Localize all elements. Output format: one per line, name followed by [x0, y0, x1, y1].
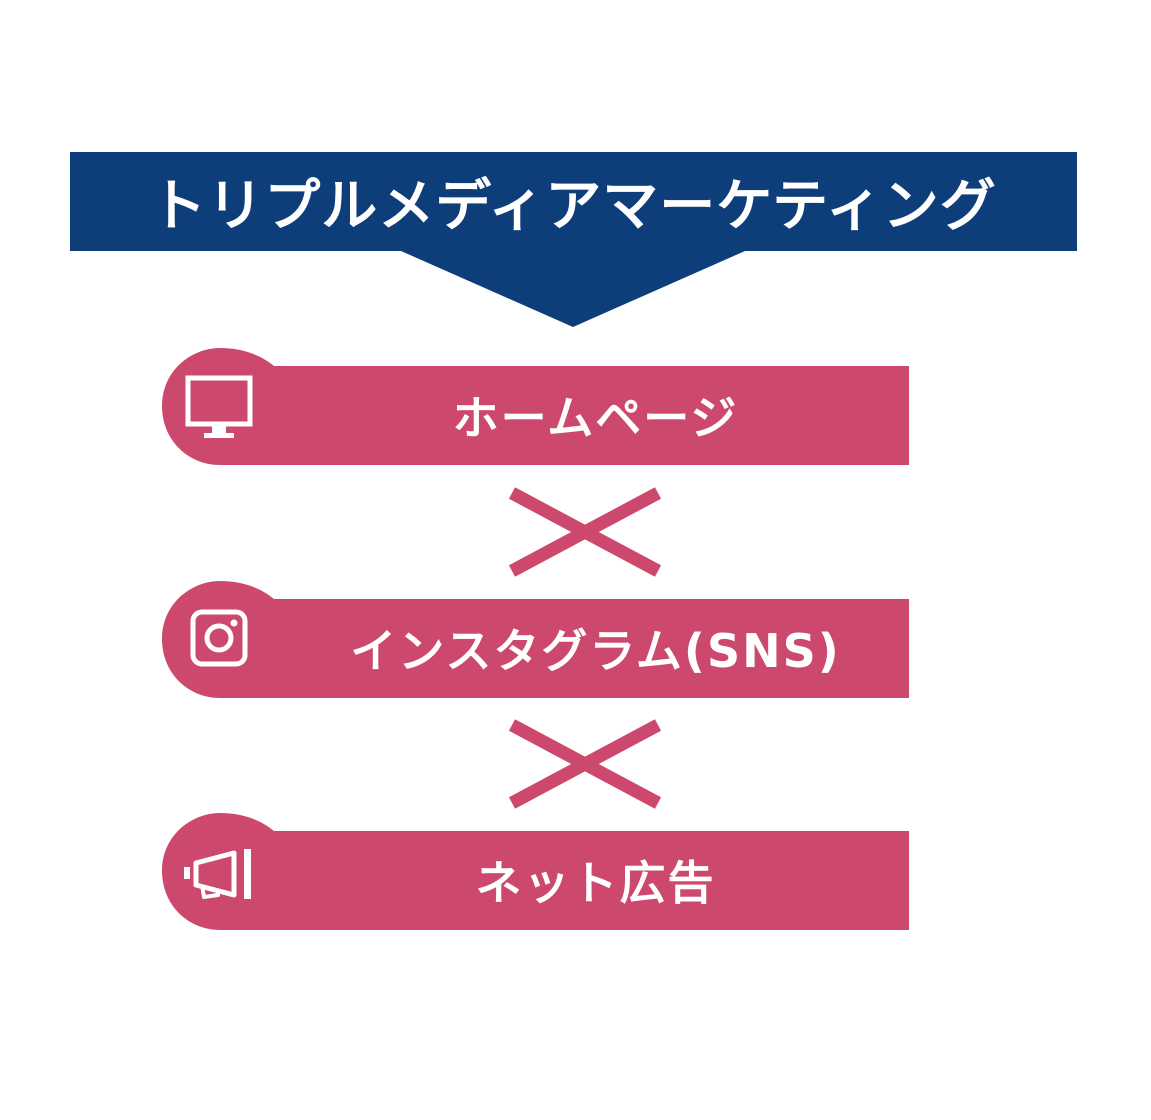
cross-multiply-icon [508, 487, 662, 577]
monitor-icon [185, 375, 253, 438]
media-item-net-ads: ネット広告 [162, 813, 909, 931]
header-title: トリプルメディアマーケティング [150, 174, 997, 239]
instagram-icon [190, 609, 248, 667]
item-background [162, 581, 909, 698]
cross-multiply-icon [508, 719, 662, 809]
item-background [162, 348, 909, 465]
item-label-instagram: インスタグラム(SNS) [350, 624, 841, 678]
media-item-homepage: ホームページ [162, 348, 909, 466]
media-item-instagram: インスタグラム(SNS) [162, 581, 909, 699]
item-label-net-ads: ネット広告 [475, 856, 716, 910]
item-background [162, 813, 909, 930]
megaphone-icon [184, 849, 251, 899]
item-label-homepage: ホームページ [452, 391, 739, 445]
